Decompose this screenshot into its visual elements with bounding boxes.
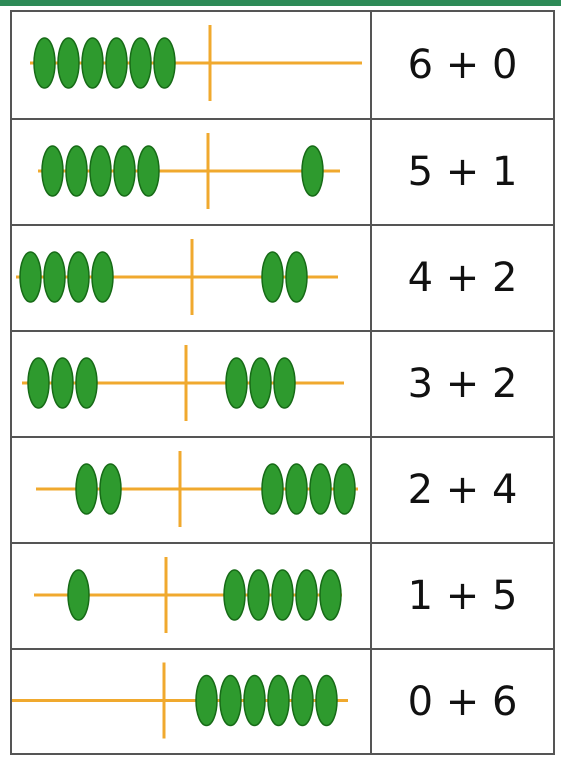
- right-bead: [195, 674, 218, 727]
- abacus-cell: [12, 120, 372, 224]
- left-bead: [67, 251, 90, 303]
- left-bead: [51, 357, 74, 409]
- expression-label: 1 + 5: [407, 573, 518, 619]
- right-bead: [295, 569, 318, 621]
- abacus-cell: [12, 544, 372, 648]
- table-row: 3 + 2: [12, 330, 553, 436]
- right-bead: [223, 569, 246, 621]
- abacus-cell: [12, 650, 372, 753]
- right-bead: [319, 569, 342, 621]
- left-bead: [65, 145, 88, 197]
- right-bead: [333, 463, 356, 515]
- right-bead: [271, 569, 294, 621]
- abacus-cell: [12, 438, 372, 542]
- left-bead: [91, 251, 114, 303]
- left-bead: [41, 145, 64, 197]
- expression-label: 0 + 6: [407, 678, 518, 725]
- abacus-rod: [12, 662, 348, 739]
- abacus-rod: [30, 25, 362, 101]
- top-border: [0, 0, 561, 6]
- table-row: 2 + 4: [12, 436, 553, 542]
- abacus-rod: [22, 345, 344, 421]
- abacus-cell: [12, 12, 372, 118]
- abacus-rod: [36, 451, 358, 527]
- table-row: 5 + 1: [12, 118, 553, 224]
- right-bead: [247, 569, 270, 621]
- right-bead: [285, 251, 308, 303]
- left-bead: [75, 357, 98, 409]
- expression-label: 4 + 2: [407, 255, 518, 301]
- right-bead: [309, 463, 332, 515]
- abacus-rod: [34, 557, 342, 633]
- expression-label: 3 + 2: [407, 361, 518, 407]
- left-bead: [81, 37, 104, 89]
- left-bead: [113, 145, 136, 197]
- right-bead: [273, 357, 296, 409]
- left-bead: [67, 569, 90, 621]
- left-bead: [57, 37, 80, 89]
- left-bead: [129, 37, 152, 89]
- expression-label: 6 + 0: [407, 42, 518, 88]
- table-row: 0 + 6: [12, 648, 553, 753]
- right-bead: [243, 674, 266, 727]
- right-bead: [267, 674, 290, 727]
- right-bead: [285, 463, 308, 515]
- right-bead: [261, 251, 284, 303]
- table-row: 1 + 5: [12, 542, 553, 648]
- left-bead: [33, 37, 56, 89]
- right-bead: [315, 674, 338, 727]
- right-bead: [301, 145, 324, 197]
- right-bead: [219, 674, 242, 727]
- abacus-cell: [12, 332, 372, 436]
- right-bead: [261, 463, 284, 515]
- abacus-rod: [38, 133, 340, 209]
- right-bead: [291, 674, 314, 727]
- left-bead: [99, 463, 122, 515]
- left-bead: [27, 357, 50, 409]
- right-bead: [249, 357, 272, 409]
- expression-label: 2 + 4: [407, 467, 518, 513]
- abacus-rod: [16, 239, 338, 315]
- left-bead: [105, 37, 128, 89]
- abacus-cell: [12, 226, 372, 330]
- facts-table: 6 + 0 5 + 1 4 + 2 3 + 2 2 + 4 1 + 5 0 + 6: [10, 10, 555, 755]
- table-row: 6 + 0: [12, 12, 553, 118]
- left-bead: [89, 145, 112, 197]
- expression-label: 5 + 1: [407, 149, 518, 195]
- right-bead: [225, 357, 248, 409]
- left-bead: [75, 463, 98, 515]
- left-bead: [19, 251, 42, 303]
- table-row: 4 + 2: [12, 224, 553, 330]
- left-bead: [153, 37, 176, 89]
- left-bead: [137, 145, 160, 197]
- left-bead: [43, 251, 66, 303]
